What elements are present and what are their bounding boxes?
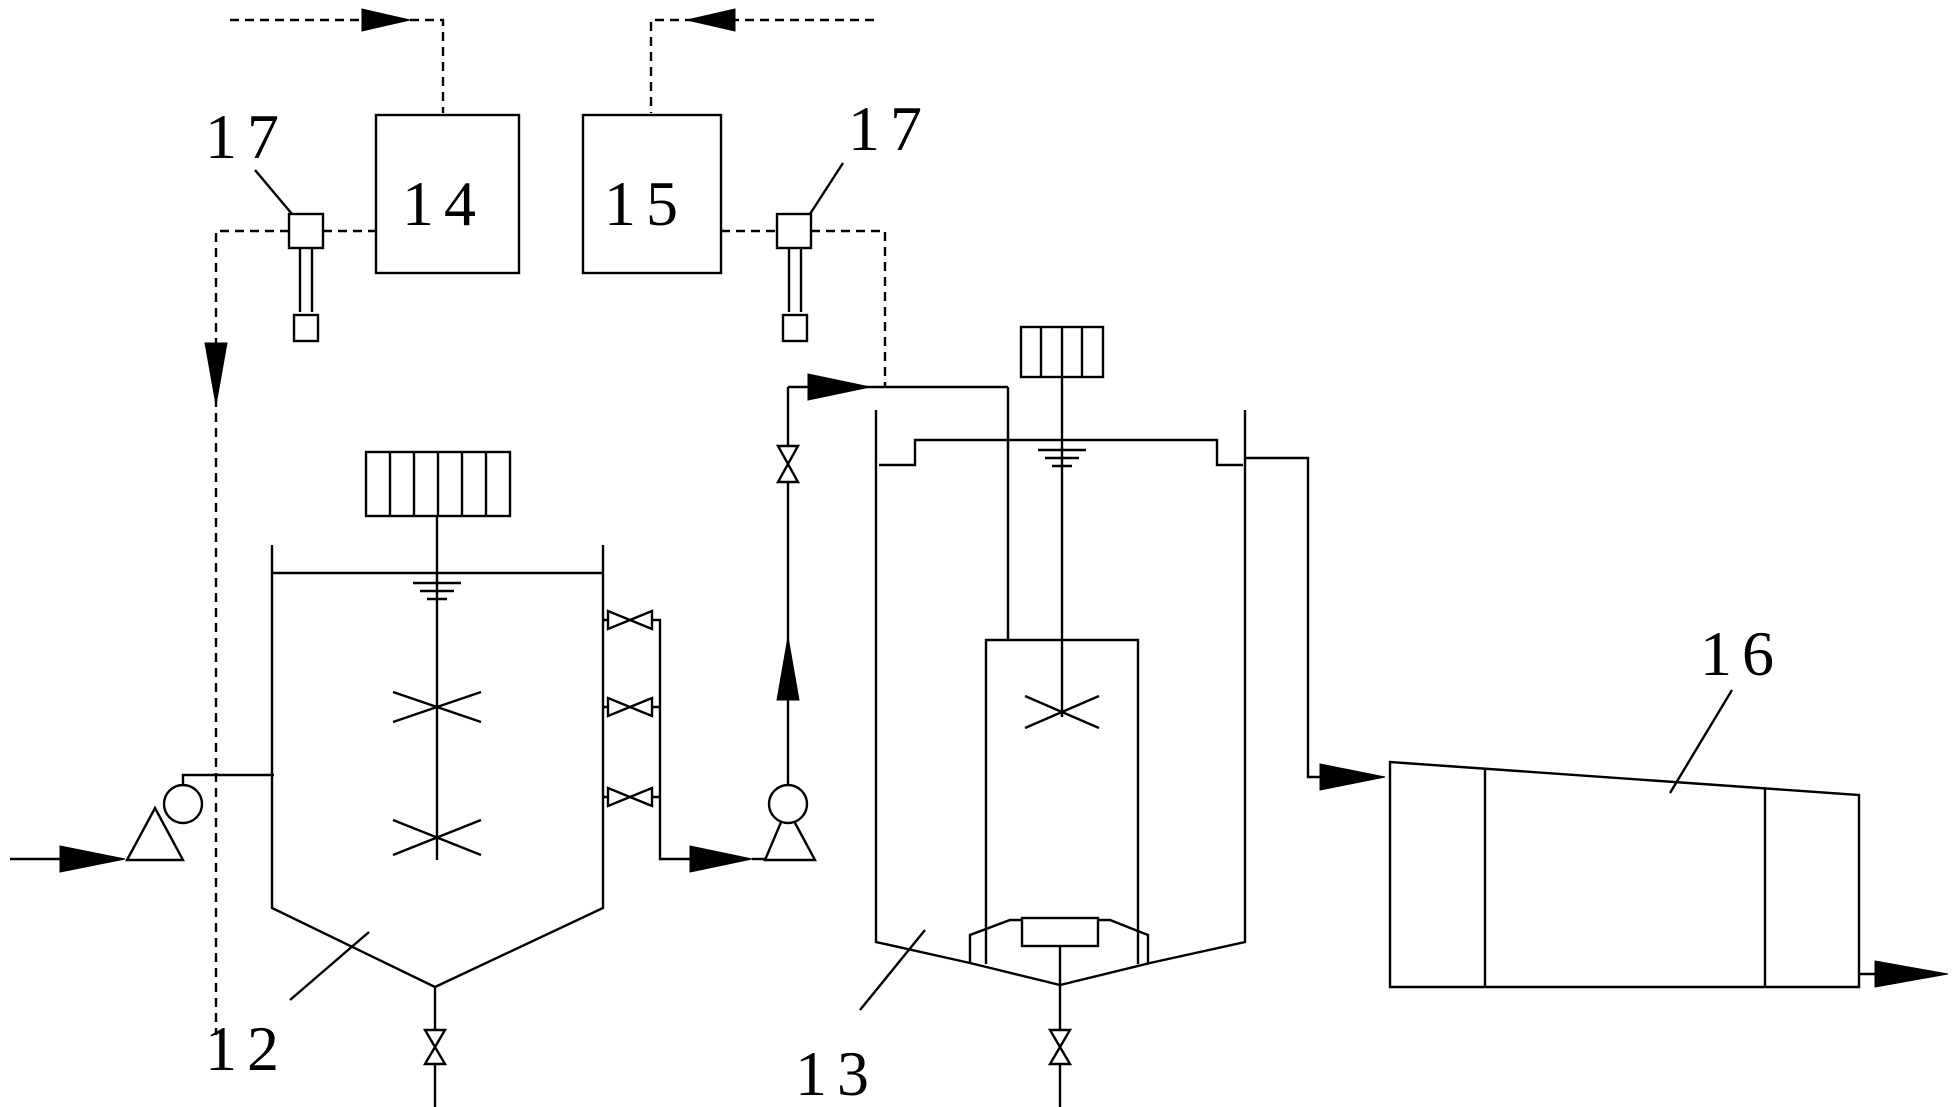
tank-12: 12 xyxy=(205,450,605,1107)
arrow-up-icon xyxy=(776,636,800,701)
tank-13: 13 xyxy=(795,325,1386,1107)
arrow-right-icon xyxy=(59,845,126,873)
arrow-down-icon xyxy=(204,342,228,406)
arrow-right-icon xyxy=(1319,763,1386,791)
signal-lines-top xyxy=(230,8,874,113)
dewatering-unit-16: 16 xyxy=(1388,618,1949,989)
valve-icon xyxy=(422,1028,448,1050)
valve-icon xyxy=(775,444,801,467)
valve-icon xyxy=(606,696,634,718)
probe-17-right-label: 17 xyxy=(848,93,932,164)
pump-icon xyxy=(767,783,809,825)
side-valves xyxy=(603,373,1008,873)
arrow-right-icon xyxy=(361,8,411,32)
arrow-left-icon xyxy=(686,8,736,32)
impeller-icon xyxy=(1024,694,1100,730)
valve-icon xyxy=(606,609,634,631)
probe-17-right: 17 xyxy=(721,93,932,387)
pump-icon xyxy=(162,783,204,825)
arrow-right-icon xyxy=(1874,960,1949,988)
valve-icon xyxy=(606,786,634,808)
controller-14-label: 14 xyxy=(402,168,486,239)
tank-12-label: 12 xyxy=(205,1013,289,1084)
controller-15-label: 15 xyxy=(604,168,688,239)
unit-16-label: 16 xyxy=(1700,618,1784,689)
valve-icon xyxy=(1047,1028,1073,1050)
inlet-pump xyxy=(10,773,274,873)
arrow-right-icon xyxy=(807,373,871,401)
controller-14: 14 xyxy=(374,113,521,275)
probe-17-left: 17 xyxy=(204,101,376,1035)
controller-15: 15 xyxy=(581,113,723,275)
impeller-icon xyxy=(392,690,482,724)
impeller-icon xyxy=(392,818,482,857)
tank-13-label: 13 xyxy=(795,1038,879,1107)
probe-17-left-label: 17 xyxy=(205,101,289,172)
arrow-right-icon xyxy=(689,845,753,873)
